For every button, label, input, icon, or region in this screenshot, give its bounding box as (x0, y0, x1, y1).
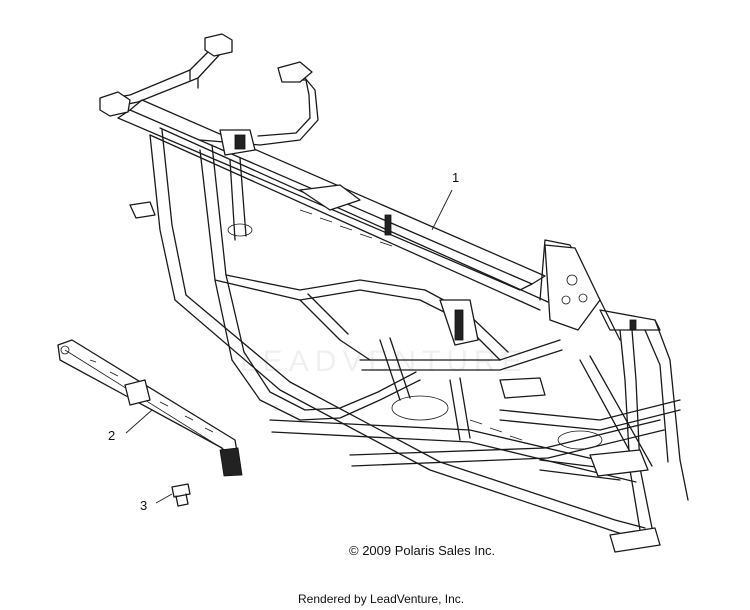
rendered-by-text: Rendered by LeadVenture, Inc. (298, 592, 465, 606)
main-frame (99, 33, 689, 553)
callout-3-number: 3 (140, 498, 148, 513)
callout-1-leader (431, 189, 453, 231)
bolt (171, 483, 191, 507)
callout-2-number: 2 (108, 428, 116, 443)
callout-1-number: 1 (452, 170, 460, 185)
callout-2-leader (125, 409, 153, 434)
copyright-text: © 2009 Polaris Sales Inc. (349, 543, 496, 558)
side-rail (57, 339, 243, 477)
callout-3-leader (155, 493, 173, 504)
watermark-logo: LEADVENTURE (240, 345, 528, 378)
